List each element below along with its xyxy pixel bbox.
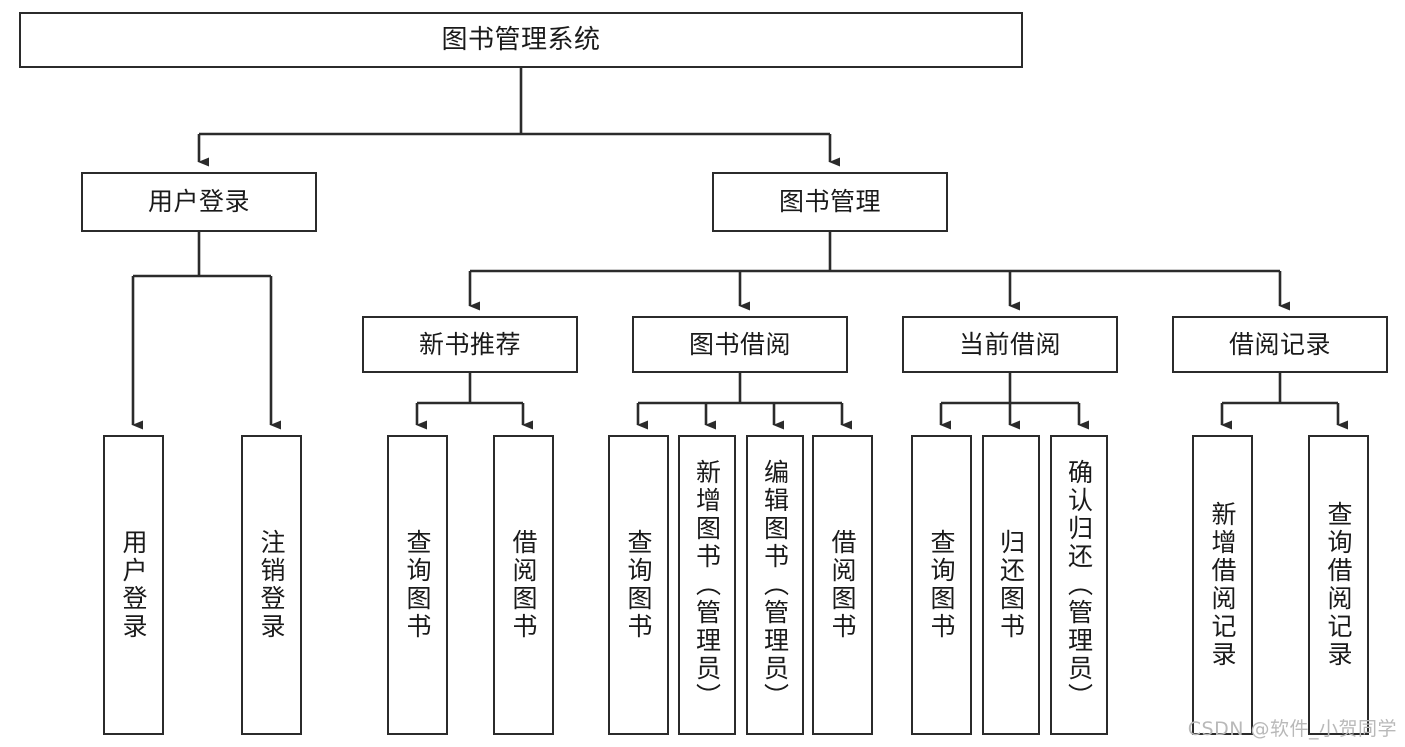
leaf-query-book-3-label: 查询图书 (927, 529, 956, 641)
leaf-query-book-1-label: 查询图书 (403, 529, 432, 641)
leaf-logout-login-label: 注销登录 (257, 529, 286, 641)
csdn-watermark: CSDN @软件_小贺同学 (1187, 718, 1397, 740)
leaf-add-book-label: 新增图书（管理员） (692, 459, 722, 711)
leaf-query-record-label: 查询借阅记录 (1324, 501, 1353, 669)
node-root-label: 图书管理系统 (441, 24, 601, 55)
leaf-query-book-3[interactable]: 查询图书 (911, 435, 972, 735)
leaf-edit-book-label: 编辑图书（管理员） (760, 459, 790, 711)
leaf-add-record[interactable]: 新增借阅记录 (1192, 435, 1253, 735)
node-new-book-recommend-label: 新书推荐 (418, 329, 521, 359)
node-root[interactable]: 图书管理系统 (19, 12, 1023, 68)
node-book-management-label: 图书管理 (778, 187, 881, 217)
leaf-add-record-label: 新增借阅记录 (1208, 501, 1237, 669)
node-user-login[interactable]: 用户登录 (81, 172, 317, 232)
node-borrow-record[interactable]: 借阅记录 (1172, 316, 1388, 373)
leaf-edit-book[interactable]: 编辑图书（管理员） (746, 435, 804, 735)
node-book-borrow[interactable]: 图书借阅 (632, 316, 848, 373)
node-book-borrow-label: 图书借阅 (688, 329, 791, 359)
leaf-add-book[interactable]: 新增图书（管理员） (678, 435, 736, 735)
leaf-confirm-return[interactable]: 确认归还（管理员） (1050, 435, 1108, 735)
leaf-borrow-book-2[interactable]: 借阅图书 (812, 435, 873, 735)
leaf-borrow-book-1[interactable]: 借阅图书 (493, 435, 554, 735)
leaf-user-login-label: 用户登录 (119, 529, 148, 641)
node-borrow-record-label: 借阅记录 (1228, 329, 1331, 359)
leaf-query-book-2[interactable]: 查询图书 (608, 435, 669, 735)
node-current-borrow-label: 当前借阅 (958, 329, 1061, 359)
leaf-logout-login[interactable]: 注销登录 (241, 435, 302, 735)
node-book-management[interactable]: 图书管理 (712, 172, 948, 232)
node-new-book-recommend[interactable]: 新书推荐 (362, 316, 578, 373)
node-user-login-label: 用户登录 (147, 187, 250, 217)
node-current-borrow[interactable]: 当前借阅 (902, 316, 1118, 373)
leaf-query-book-1[interactable]: 查询图书 (387, 435, 448, 735)
leaf-query-record[interactable]: 查询借阅记录 (1308, 435, 1369, 735)
leaf-confirm-return-label: 确认归还（管理员） (1064, 459, 1094, 711)
leaf-borrow-book-1-label: 借阅图书 (509, 529, 538, 641)
leaf-return-book[interactable]: 归还图书 (982, 435, 1040, 735)
leaf-borrow-book-2-label: 借阅图书 (828, 529, 857, 641)
leaf-user-login[interactable]: 用户登录 (103, 435, 164, 735)
leaf-return-book-label: 归还图书 (996, 529, 1026, 641)
leaf-query-book-2-label: 查询图书 (624, 529, 653, 641)
